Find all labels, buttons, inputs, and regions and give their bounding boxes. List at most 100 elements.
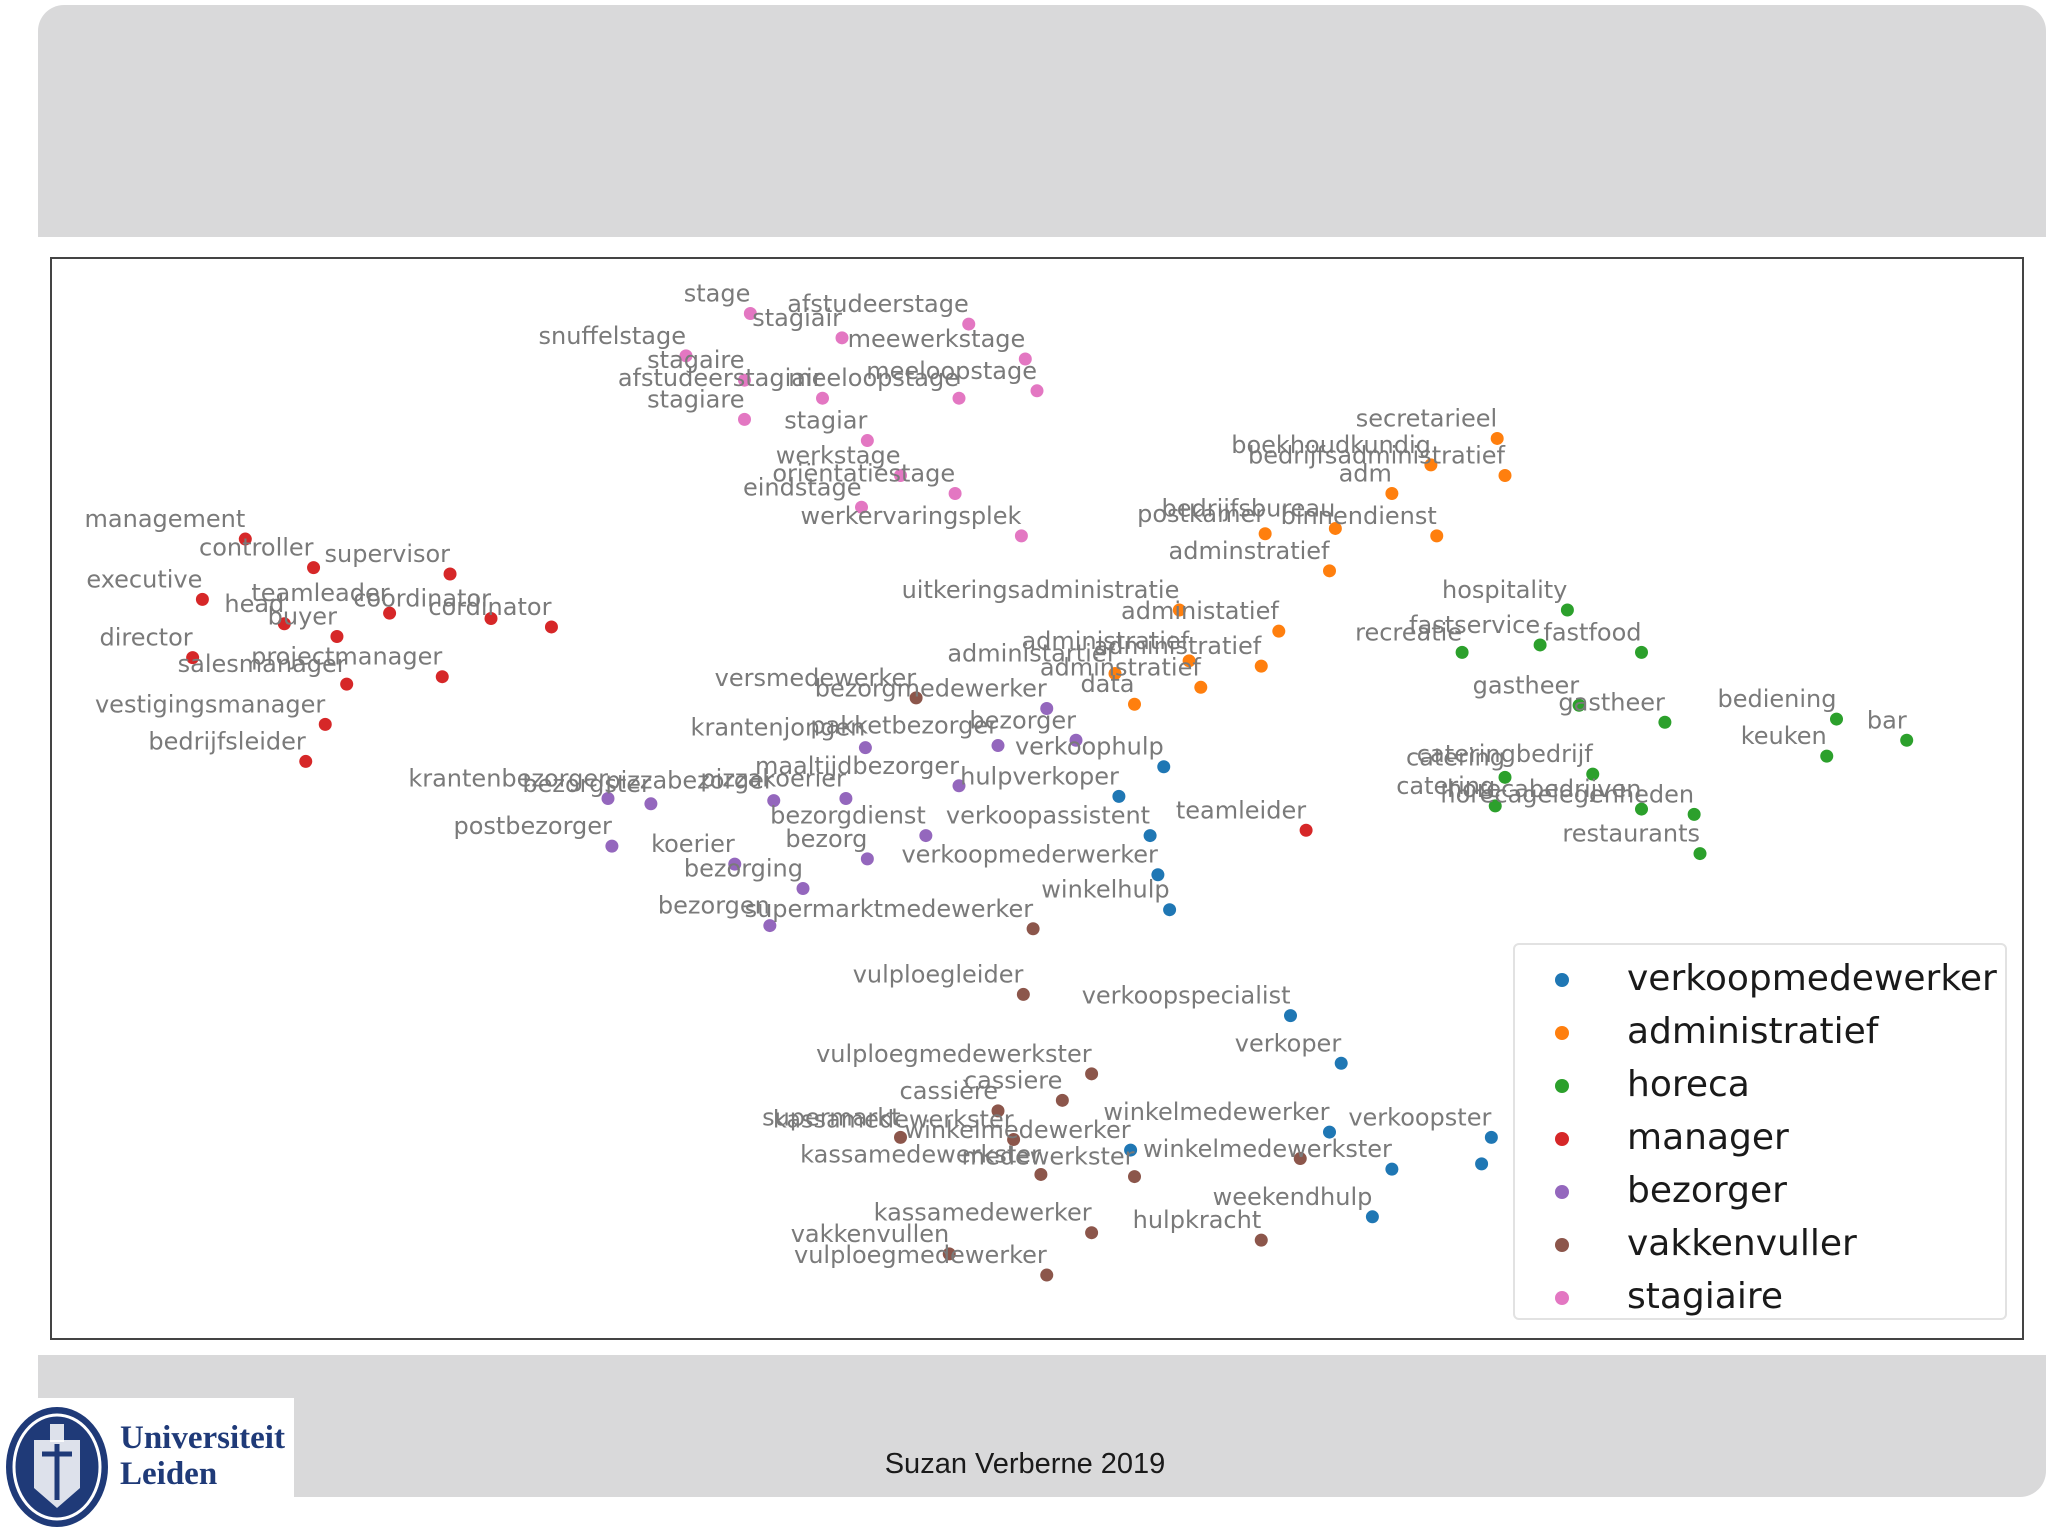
scatter-point xyxy=(1687,807,1701,821)
scatter-point xyxy=(307,561,321,575)
legend-item: manager xyxy=(1515,1118,2005,1158)
point-label: pakketbezorger xyxy=(810,712,998,740)
scatter-point xyxy=(839,792,853,805)
legend-marker xyxy=(1555,1026,1569,1040)
point-label: stagiar xyxy=(784,407,867,435)
scatter-point xyxy=(728,857,742,871)
scatter-point xyxy=(1293,1152,1307,1166)
point-label: bezorg xyxy=(785,825,867,853)
point-label: pizzakoerier xyxy=(700,765,846,793)
point-label: bezorger xyxy=(969,706,1076,734)
point-label: uitkeringsadministratie xyxy=(902,576,1180,604)
scatter-point xyxy=(1484,1130,1498,1144)
point-label: bezorging xyxy=(684,855,803,883)
scatter-point xyxy=(1365,1210,1379,1224)
point-label: maaltijdbezorger xyxy=(755,752,959,780)
scatter-point xyxy=(1194,680,1208,694)
legend-label: bezorger xyxy=(1627,1170,1787,1211)
point-label: meewerkstage xyxy=(848,325,1026,353)
point-label: vestigingsmanager xyxy=(95,690,325,718)
scatter-point xyxy=(484,611,498,625)
point-label: werkstage xyxy=(776,442,901,470)
scatter-point xyxy=(238,532,252,546)
point-label: supervisor xyxy=(325,540,451,568)
point-label: kassamedewerker xyxy=(874,1199,1092,1227)
point-label: teamleider xyxy=(1176,796,1306,824)
point-label: postbezorger xyxy=(453,812,612,840)
point-label: verkoopster xyxy=(1348,1103,1491,1131)
scatter-point xyxy=(1299,823,1313,837)
legend-marker xyxy=(1555,1238,1569,1252)
scatter-point xyxy=(644,797,658,811)
scatter-point xyxy=(1258,527,1272,541)
point-label: binnendienst xyxy=(1281,502,1437,530)
point-label: vulploegmedewerker xyxy=(794,1241,1047,1269)
scatter-point xyxy=(1014,529,1028,543)
scatter-point xyxy=(1323,1125,1336,1139)
point-label: catering xyxy=(1396,772,1495,800)
point-label: projectmanager xyxy=(251,643,442,671)
point-label: bedrijfsbureau xyxy=(1161,494,1335,522)
scatter-point xyxy=(1085,1226,1099,1240)
scatter-point xyxy=(948,487,962,501)
point-label: bar xyxy=(1867,706,1907,734)
point-label: winkelmedewerkster xyxy=(1143,1135,1392,1163)
point-label: cassiere xyxy=(964,1066,1062,1094)
point-label: bezorgen xyxy=(658,892,770,920)
scatter-point xyxy=(796,882,810,896)
legend-item: administratief xyxy=(1515,1012,2005,1052)
scatter-point xyxy=(767,794,781,808)
scatter-point xyxy=(738,412,751,426)
scatter-point xyxy=(1085,1067,1099,1081)
point-label: koerier xyxy=(651,830,735,858)
scatter-point xyxy=(1490,431,1504,445)
scatter-point xyxy=(743,306,757,320)
point-label: buyer xyxy=(268,602,337,630)
point-label: hulpkracht xyxy=(1133,1206,1262,1234)
scatter-point xyxy=(1018,352,1032,366)
scatter-point xyxy=(383,606,397,620)
point-label: krantenjongen xyxy=(691,714,866,742)
point-label: catering xyxy=(1406,743,1505,771)
scatter-point xyxy=(1328,521,1342,535)
scatter-point xyxy=(1069,733,1083,747)
point-label: management xyxy=(85,505,246,533)
scatter-point xyxy=(1055,1093,1069,1107)
scatter-point xyxy=(952,391,966,405)
point-label: vulploegmedewerkster xyxy=(816,1040,1092,1068)
scatter-point xyxy=(340,677,354,691)
scatter-point xyxy=(1455,645,1469,659)
point-label: secretarieel xyxy=(1356,404,1497,432)
scatter-point xyxy=(1128,1170,1141,1184)
scatter-point xyxy=(544,620,558,634)
legend-label: manager xyxy=(1627,1117,1789,1158)
point-label: boekhoudkundig xyxy=(1231,431,1431,459)
scatter-point xyxy=(1586,767,1600,781)
scatter-point xyxy=(299,754,313,768)
point-label: bediening xyxy=(1718,685,1837,713)
legend-marker xyxy=(1555,973,1569,987)
point-label: adminstratief xyxy=(1040,653,1202,681)
point-label: horecagelegenheden xyxy=(1440,780,1694,808)
scatter-point xyxy=(679,349,693,363)
point-label: cassière xyxy=(900,1077,998,1105)
point-label: snuffelstage xyxy=(538,322,686,350)
point-label: keuken xyxy=(1741,722,1827,750)
point-label: supermarktmedewerker xyxy=(745,895,1034,923)
legend-label: vakkenvuller xyxy=(1627,1223,1857,1264)
point-label: bezorgster xyxy=(522,770,651,798)
scatter-point xyxy=(1151,868,1165,882)
point-label: verkoopmederwerker xyxy=(901,841,1158,869)
scatter-point xyxy=(942,1247,956,1261)
scatter-point xyxy=(835,331,849,345)
scatter-point xyxy=(1163,903,1177,917)
point-label: bedrijfsadministratief xyxy=(1248,442,1506,470)
point-label: krantenbezorger xyxy=(408,765,608,793)
point-label: winkelhulp xyxy=(1041,876,1169,904)
scatter-point xyxy=(1034,1167,1048,1181)
point-label: fastservice xyxy=(1409,611,1540,639)
scatter-point xyxy=(1488,799,1502,813)
point-label: fastfood xyxy=(1543,618,1641,646)
scatter-point xyxy=(1030,384,1044,398)
scatter-point xyxy=(1475,1157,1489,1171)
